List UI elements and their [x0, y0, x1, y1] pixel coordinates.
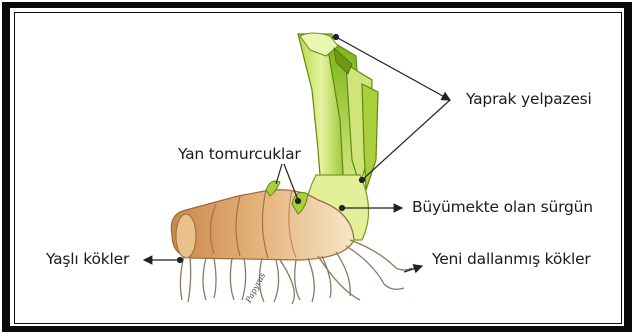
label-old-roots: Yaşlı kökler [46, 250, 129, 268]
label-side-buds: Yan tomurcuklar [178, 145, 301, 163]
label-new-branched-roots: Yeni dallanmış kökler [432, 250, 591, 268]
label-growing-shoot: Büyümekte olan sürgün [412, 198, 593, 216]
label-leaf-fan: Yaprak yelpazesi [466, 90, 592, 108]
